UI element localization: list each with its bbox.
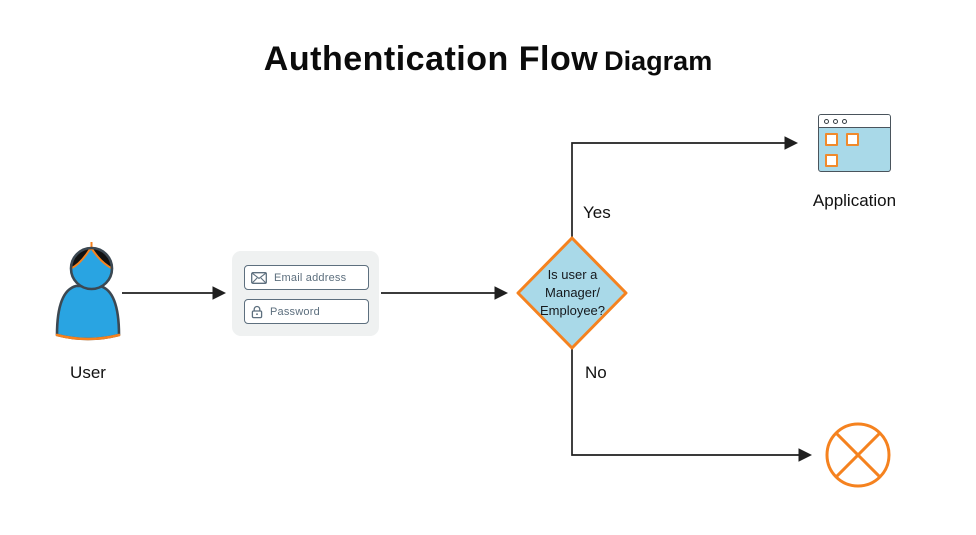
window-dot-icon [833, 118, 838, 124]
user-icon [55, 242, 121, 341]
decision-text-line3: Employee? [539, 303, 606, 318]
cancel-icon [825, 422, 891, 488]
app-tile-icon [846, 133, 859, 146]
application-window-titlebar [819, 115, 890, 128]
window-dot-icon [824, 118, 829, 124]
decision-text-line2: Manager/ [545, 285, 600, 300]
app-tile-icon [825, 154, 838, 167]
arrow-decision-yes-to-application [571, 136, 799, 240]
application-window-icon [818, 114, 891, 172]
yes-edge-label: Yes [583, 203, 611, 222]
lock-icon [251, 305, 263, 319]
password-field-label: Password [270, 305, 320, 318]
decision-text: Is user a Manager/ Employee? [519, 266, 626, 320]
arrow-decision-no-to-denied [571, 346, 813, 462]
diagram-title-main: Authentication Flow [263, 40, 599, 78]
app-tile-icon [825, 133, 838, 146]
diagram-title-sub: Diagram [604, 46, 713, 76]
email-field-label: Email address [274, 271, 347, 284]
password-field: Password [244, 299, 369, 324]
email-field: Email address [244, 265, 369, 290]
decision-diamond [516, 236, 628, 350]
envelope-icon [251, 271, 267, 284]
no-edge-label: No [585, 363, 607, 382]
decision-text-line1: Is user a [547, 267, 598, 282]
login-form: Email address Password [232, 251, 379, 336]
application-window-body [819, 128, 890, 171]
window-dot-icon [842, 118, 847, 124]
application-label: Application [812, 191, 897, 210]
user-label: User [70, 363, 106, 382]
